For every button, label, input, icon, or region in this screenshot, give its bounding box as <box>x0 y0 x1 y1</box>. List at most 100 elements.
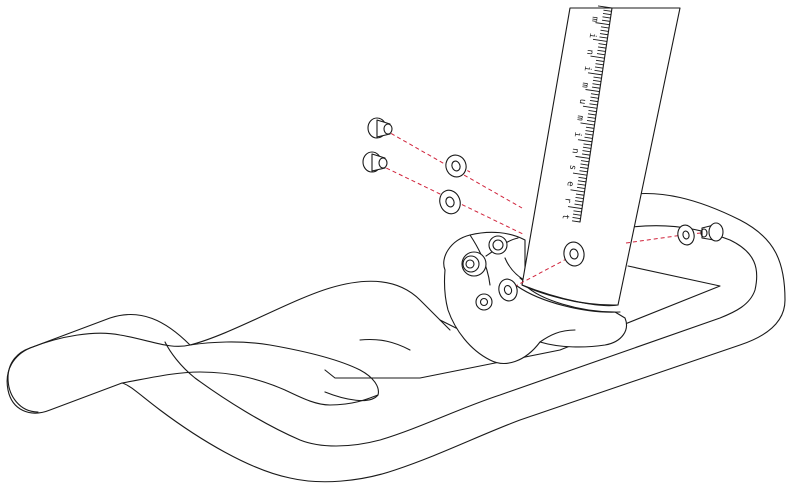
scale-tick <box>587 72 603 76</box>
scale-tick <box>593 76 602 79</box>
scale-mark: s <box>567 164 578 171</box>
scale-tick <box>579 166 589 169</box>
scale-tick <box>600 29 609 32</box>
scale-tick <box>591 86 601 89</box>
bolt-upper-left <box>367 117 393 139</box>
scale-tick <box>589 99 599 103</box>
scale-tick <box>592 83 601 86</box>
inner-rail-upper <box>499 265 721 363</box>
scale-mark: m <box>589 16 600 23</box>
scale-tick <box>572 213 582 216</box>
scale-tick <box>575 155 590 159</box>
bolt-lower-left <box>362 151 388 173</box>
scale-tick <box>578 176 587 179</box>
scale-mark: e <box>564 180 575 187</box>
washer-upper <box>445 154 467 178</box>
scale-tick <box>575 196 584 200</box>
guide-line-right <box>625 233 691 244</box>
scale-tick <box>570 189 585 193</box>
scale-tick <box>577 180 587 183</box>
scale-tick <box>590 93 600 96</box>
clamp-body <box>443 231 627 364</box>
scale-tick <box>602 16 611 19</box>
scale-mark: i <box>582 65 593 72</box>
clamp-bolt-upper <box>461 235 519 277</box>
scale-tick <box>574 203 583 206</box>
washer-clamp <box>498 278 518 302</box>
scale-tick <box>582 146 592 149</box>
scale-tick <box>596 53 606 56</box>
scale-mark: n <box>584 49 595 56</box>
clamp-bolt-lower <box>475 293 493 311</box>
washer-seatpost <box>563 241 585 267</box>
scale-tick <box>587 116 596 119</box>
scale-tick <box>594 66 604 69</box>
left-extension-mid <box>189 341 379 402</box>
scale-tick <box>585 130 594 133</box>
base-bar-outer <box>6 193 786 483</box>
washer-right <box>677 224 695 246</box>
scale-tick <box>585 89 600 93</box>
scale-tick <box>594 69 603 72</box>
scale-tick <box>584 136 593 139</box>
scale-mark: i <box>587 32 598 39</box>
seatpost-tube <box>521 7 681 307</box>
scale-tick <box>586 120 596 123</box>
scale-mark: n <box>569 148 580 155</box>
scale-tick <box>601 19 611 22</box>
scale-tick <box>583 143 592 146</box>
scale-tick <box>577 183 586 186</box>
scale-tick <box>582 105 598 109</box>
scale-tick <box>579 170 588 173</box>
scale-tick <box>574 200 584 203</box>
scale-tick <box>597 46 607 49</box>
scale-tick <box>599 36 608 39</box>
scale-tick <box>580 160 590 163</box>
scale-tick <box>600 26 610 29</box>
scale-tick <box>602 13 612 16</box>
scale-tick <box>577 139 593 143</box>
scale-tick <box>598 43 607 46</box>
scale-mark: t <box>560 213 571 220</box>
left-bar-end <box>7 347 39 413</box>
scale-tick <box>580 122 595 126</box>
scale-tick <box>567 206 583 210</box>
scale-tick <box>589 103 598 106</box>
scale-tick <box>571 220 581 223</box>
scale-tick <box>595 59 605 62</box>
base-bar-inner <box>164 225 758 447</box>
scale-tick <box>592 38 608 42</box>
seatpost-scale-ticks <box>567 5 613 223</box>
scale-tick <box>597 49 606 52</box>
exploded-hardware <box>362 117 724 302</box>
scale-tick <box>603 9 612 12</box>
scale-tick <box>582 150 591 153</box>
scale-tick <box>581 153 591 156</box>
aero-bar-frame <box>6 193 786 483</box>
scale-tick <box>572 217 581 220</box>
scale-tick <box>576 186 586 190</box>
scale-tick <box>599 33 609 36</box>
scale-tick <box>585 126 595 129</box>
scale-tick <box>572 172 588 176</box>
scale-tick <box>580 163 589 166</box>
scale-tick <box>595 22 610 26</box>
scale-tick <box>575 193 585 196</box>
scale-tick <box>587 113 597 116</box>
scale-mark: m <box>579 82 590 89</box>
scale-tick <box>590 96 599 99</box>
guide-line-clamp <box>507 254 575 291</box>
scale-tick <box>588 110 597 113</box>
scale-tick <box>592 79 602 83</box>
scale-tick <box>597 5 613 9</box>
scale-mark: r <box>562 197 573 204</box>
scale-tick <box>590 55 605 59</box>
scale-mark: i <box>572 131 583 138</box>
scale-tick <box>584 133 594 136</box>
inner-rail-lower <box>324 361 501 379</box>
washer-lower <box>439 189 461 215</box>
scale-mark: m <box>574 115 585 122</box>
